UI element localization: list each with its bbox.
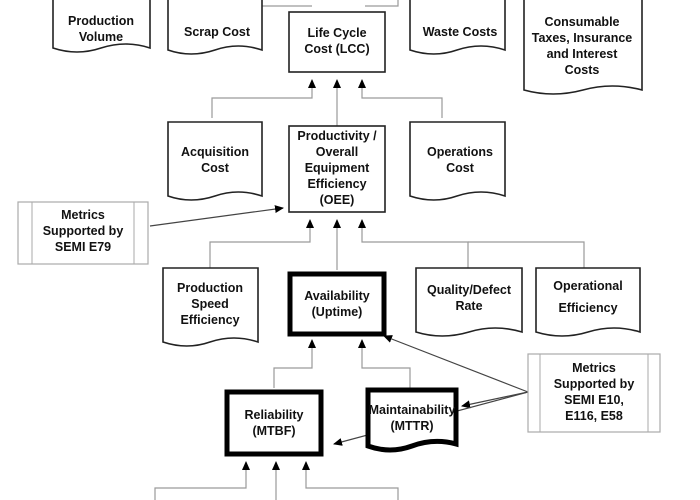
operational-line2: Efficiency (558, 301, 617, 315)
oee-line2: Overall (316, 145, 358, 159)
lcc-line2: Cost (LCC) (304, 42, 369, 56)
connector-bottom-rel-1 (154, 461, 250, 500)
availability-line2: (Uptime) (312, 305, 363, 319)
e10-line2: Supported by (554, 377, 635, 391)
production-volume-line2: Volume (79, 30, 123, 44)
consumable-line2: Taxes, Insurance (532, 31, 633, 45)
consumable-line4: Costs (565, 63, 600, 77)
node-reliability: Reliability (MTBF) (224, 389, 324, 457)
scrap-cost-label: Scrap Cost (184, 25, 251, 39)
e10-line3: SEMI E10, (564, 393, 624, 407)
node-operational-efficiency: Operational Efficiency (535, 267, 641, 337)
node-maintainability: Maintainability (MTTR) (365, 387, 459, 453)
node-scrap-cost: Scrap Cost (167, 0, 263, 55)
node-acquisition-cost: Acquisition Cost (167, 121, 263, 201)
node-production-volume: Production Volume (52, 0, 151, 53)
connector-maint-avail (358, 339, 411, 388)
arrow-e79-oee (149, 205, 284, 227)
maintainability-line1: Maintainability (369, 403, 456, 417)
connector-quality-oee (358, 219, 469, 268)
e79-line3: SEMI E79 (55, 240, 111, 254)
arrow-e10-avail (383, 335, 529, 393)
node-operations-cost: Operations Cost (409, 121, 506, 201)
availability-line1: Availability (304, 289, 370, 303)
consumable-line1: Consumable (544, 15, 619, 29)
node-availability: Availability (Uptime) (287, 271, 387, 337)
consumable-line3: and Interest (547, 47, 619, 61)
e10-line1: Metrics (572, 361, 616, 375)
reliability-line2: (MTBF) (252, 424, 295, 438)
acquisition-line1: Acquisition (181, 145, 249, 159)
production-speed-line3: Efficiency (180, 313, 239, 327)
node-lcc: Life Cycle Cost (LCC) (288, 11, 386, 73)
oee-line4: Efficiency (307, 177, 366, 191)
operations-line2: Cost (446, 161, 475, 175)
node-quality: Quality/Defect Rate (415, 267, 523, 337)
node-production-speed: Production Speed Efficiency (162, 267, 259, 347)
e10-line4: E116, E58 (565, 409, 623, 423)
connector-speed-oee (209, 219, 314, 268)
maintainability-line2: (MTTR) (390, 419, 433, 433)
connector-rel-avail (273, 339, 316, 388)
connector-bottom-rel-3 (302, 461, 399, 500)
operations-line1: Operations (427, 145, 493, 159)
quality-line1: Quality/Defect (427, 283, 512, 297)
e79-line2: Supported by (43, 224, 124, 238)
oee-line1: Productivity / (297, 129, 377, 143)
connector-top-right-bus (365, 0, 399, 7)
oee-line5: (OEE) (320, 193, 355, 207)
reliability-line1: Reliability (244, 408, 303, 422)
production-speed-line1: Production (177, 281, 243, 295)
e79-line1: Metrics (61, 208, 105, 222)
callout-semi-e79: Metrics Supported by SEMI E79 (17, 201, 149, 265)
production-volume-line1: Production (68, 14, 134, 28)
connector-ops-lcc (358, 79, 443, 118)
operational-line1: Operational (553, 279, 622, 293)
lcc-line1: Life Cycle (307, 26, 366, 40)
waste-costs-label: Waste Costs (423, 25, 498, 39)
node-consumable: Consumable Taxes, Insurance and Interest… (523, 0, 643, 95)
connectors (104, 0, 585, 500)
acquisition-line2: Cost (201, 161, 230, 175)
callout-semi-e10: Metrics Supported by SEMI E10, E116, E58 (527, 353, 661, 433)
quality-line2: Rate (455, 299, 482, 313)
node-waste-costs: Waste Costs (409, 0, 506, 55)
connector-acq-lcc (211, 79, 316, 118)
connector-operational-oee (468, 241, 585, 268)
oee-line3: Equipment (305, 161, 370, 175)
node-oee: Productivity / Overall Equipment Efficie… (288, 125, 386, 213)
production-speed-line2: Speed (191, 297, 229, 311)
